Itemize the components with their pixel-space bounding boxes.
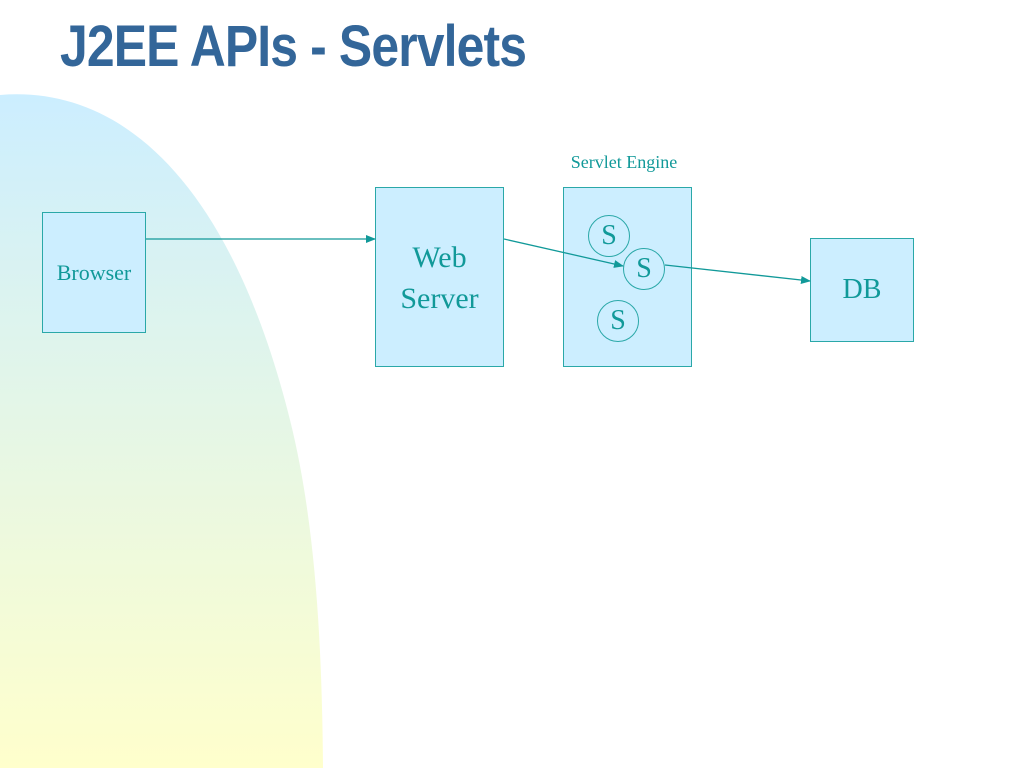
db-label: DB [842, 274, 882, 305]
web-server-label-line2: Server [400, 281, 479, 315]
slide-title: J2EE APIs - Servlets [60, 14, 527, 79]
servlet-node-1: S [588, 215, 630, 257]
browser-label: Browser [56, 259, 132, 285]
servlet-node-3: S [597, 300, 639, 342]
db-node: DB [810, 238, 914, 342]
web-server-label-line1: Web [412, 241, 467, 274]
web-server-node: Web Server [375, 187, 504, 367]
servlet-node-2: S [623, 248, 665, 290]
servlet-engine-label: Servlet Engine [570, 152, 678, 172]
browser-node: Browser [42, 212, 146, 333]
